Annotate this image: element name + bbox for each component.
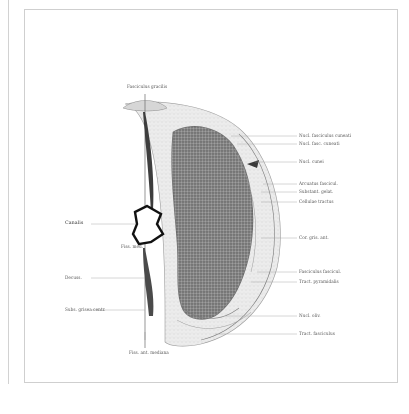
left-panel-edge [0, 0, 9, 384]
label-right-7: Cor. gris. ant. [299, 235, 329, 240]
label-right-11: Tract. fasciculus [299, 331, 335, 336]
label-left-2: Fiss. med. [121, 244, 143, 249]
label-right-9: Tract. pyramidalis [299, 279, 339, 284]
image-card: Fasciculus gracilis Nucl. fasciculus cun… [24, 9, 398, 383]
label-right-5: Substant. gelat. [299, 189, 333, 194]
label-left-1: Canalis [65, 221, 83, 226]
label-top: Fasciculus gracilis [127, 84, 167, 89]
label-right-6: Cellulae tractus [299, 199, 334, 204]
label-right-4: Arcuatus fascicul. [299, 181, 338, 186]
label-right-10: Nucl. oliv. [299, 313, 321, 318]
central-canal [133, 206, 163, 244]
label-left-3: Decuss. [65, 275, 82, 280]
spinal-cord-section-drawing [65, 72, 359, 362]
label-left-4: Subs. grisea centr. [65, 307, 106, 312]
label-right-8: Fasciculus fascicul. [299, 269, 341, 274]
label-right-1: Nucl. fasciculus cuneati [299, 133, 351, 138]
anatomical-illustration: Fasciculus gracilis Nucl. fasciculus cun… [65, 72, 359, 362]
label-right-2: Nucl. fasc. cuneati [299, 141, 340, 146]
label-bottom: Fiss. ant. mediana [129, 350, 169, 355]
label-right-3: Nucl. cunei [299, 159, 324, 164]
